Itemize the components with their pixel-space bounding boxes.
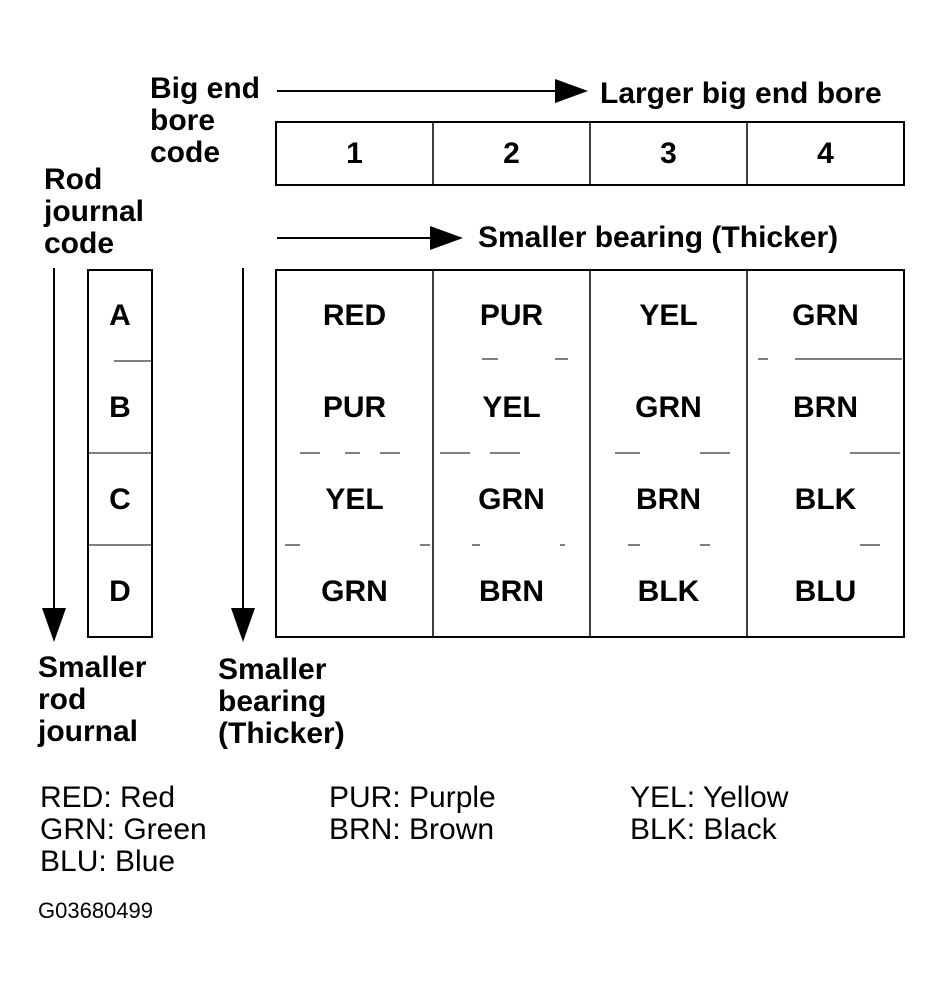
legend-brn: BRN: Brown <box>329 813 495 846</box>
bearing-grid-lines <box>275 269 905 638</box>
big-end-label-line-2: bore <box>150 104 216 137</box>
rod-journal-code-box <box>87 269 153 638</box>
smaller-bearing-top-label: Smaller bearing (Thicker) <box>478 221 839 254</box>
legend-blu: BLU: Blue <box>40 845 176 878</box>
smaller-rod-journal-line-2: rod <box>38 683 87 716</box>
rod-journal-arrow <box>42 268 66 642</box>
grid-cell-a3: YEL <box>639 299 698 332</box>
rod-journal-code-b: B <box>109 391 131 424</box>
big-end-label-line-3: code <box>150 136 221 169</box>
big-end-code-4: 4 <box>817 136 834 170</box>
grid-cell-d1: GRN <box>321 575 388 608</box>
grid-cell-a4: GRN <box>792 299 859 332</box>
grid-cell-c2: GRN <box>478 483 545 516</box>
rod-journal-code-a: A <box>109 299 131 332</box>
big-end-arrow <box>277 79 588 103</box>
smaller-bearing-side-line-1: Smaller <box>218 653 327 686</box>
smaller-rod-journal-line-1: Smaller <box>38 651 147 684</box>
big-end-code-3: 3 <box>660 136 677 170</box>
grid-cell-b1: PUR <box>322 391 387 424</box>
legend-blk: BLK: Black <box>630 813 777 846</box>
rod-journal-label-line-1: Rod <box>44 163 103 196</box>
grid-cell-c3: BRN <box>636 483 701 516</box>
smaller-rod-journal-line-3: journal <box>38 715 139 748</box>
smaller-bearing-side-line-2: bearing <box>218 685 327 718</box>
bearing-vertical-arrow <box>231 268 255 642</box>
big-end-code-box <box>275 121 905 186</box>
grid-cell-c4: BLK <box>794 483 857 516</box>
grid-cell-a1: RED <box>322 299 387 332</box>
legend-red: RED: Red <box>40 781 176 814</box>
bearing-horizontal-arrow <box>277 226 463 250</box>
smaller-bearing-side-line-3: (Thicker) <box>218 717 345 750</box>
rod-journal-label-line-3: code <box>44 227 115 260</box>
figure-code: G03680499 <box>38 898 153 923</box>
big-end-code-2: 2 <box>503 136 520 170</box>
rod-journal-code-c: C <box>109 483 131 516</box>
grid-cell-a2: PUR <box>479 299 544 332</box>
rod-journal-label-line-2: journal <box>44 195 145 228</box>
rod-journal-code-d: D <box>109 575 131 608</box>
legend-pur: PUR: Purple <box>329 781 496 814</box>
grid-cell-d4: BLU <box>794 575 857 608</box>
legend-grn: GRN: Green <box>40 813 207 846</box>
grid-cell-d3: BLK <box>637 575 700 608</box>
grid-cell-c1: YEL <box>325 483 384 516</box>
grid-cell-d2: BRN <box>479 575 544 608</box>
grid-cell-b4: BRN <box>793 391 858 424</box>
legend-yel: YEL: Yellow <box>630 781 789 814</box>
big-end-code-1: 1 <box>346 136 363 170</box>
big-end-label-line-1: Big end <box>150 72 260 105</box>
grid-cell-b2: YEL <box>482 391 541 424</box>
grid-cell-b3: GRN <box>635 391 702 424</box>
larger-big-end-bore-label: Larger big end bore <box>600 77 882 110</box>
